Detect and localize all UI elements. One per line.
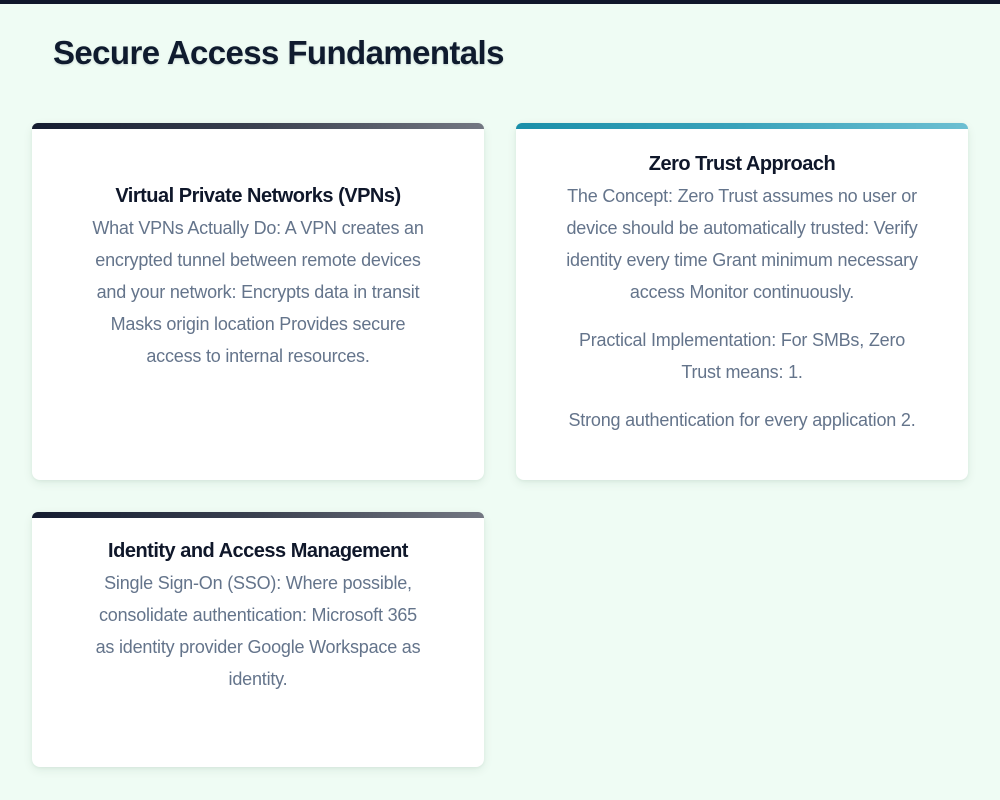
- card-accent-bar: [32, 512, 484, 518]
- card-paragraph: Practical Implementation: For SMBs, Zero…: [578, 330, 906, 382]
- top-bar: [0, 0, 1000, 4]
- card-identity-access-management: Identity and Access Management Single Si…: [32, 512, 484, 767]
- card-paragraph: Strong authentication for every applicat…: [568, 410, 916, 430]
- card-paragraph: What VPNs Actually Do: A VPN creates an …: [92, 218, 424, 366]
- card-accent-bar: [32, 123, 484, 129]
- page-title: Secure Access Fundamentals: [53, 34, 504, 71]
- card-zero-trust: Zero Trust Approach The Concept: Zero Tr…: [516, 123, 968, 480]
- card-vpn: Virtual Private Networks (VPNs) What VPN…: [32, 123, 484, 480]
- card-title: Identity and Access Management: [108, 540, 408, 562]
- card-title: Virtual Private Networks (VPNs): [115, 185, 401, 207]
- card-accent-bar: [516, 123, 968, 129]
- card-content: Zero Trust Approach The Concept: Zero Tr…: [516, 148, 968, 436]
- card-paragraph: The Concept: Zero Trust assumes no user …: [566, 186, 918, 302]
- card-paragraph: Single Sign-On (SSO): Where possible, co…: [95, 573, 421, 689]
- card-content: Virtual Private Networks (VPNs) What VPN…: [32, 180, 484, 372]
- card-content: Identity and Access Management Single Si…: [32, 535, 484, 695]
- card-title: Zero Trust Approach: [648, 153, 836, 175]
